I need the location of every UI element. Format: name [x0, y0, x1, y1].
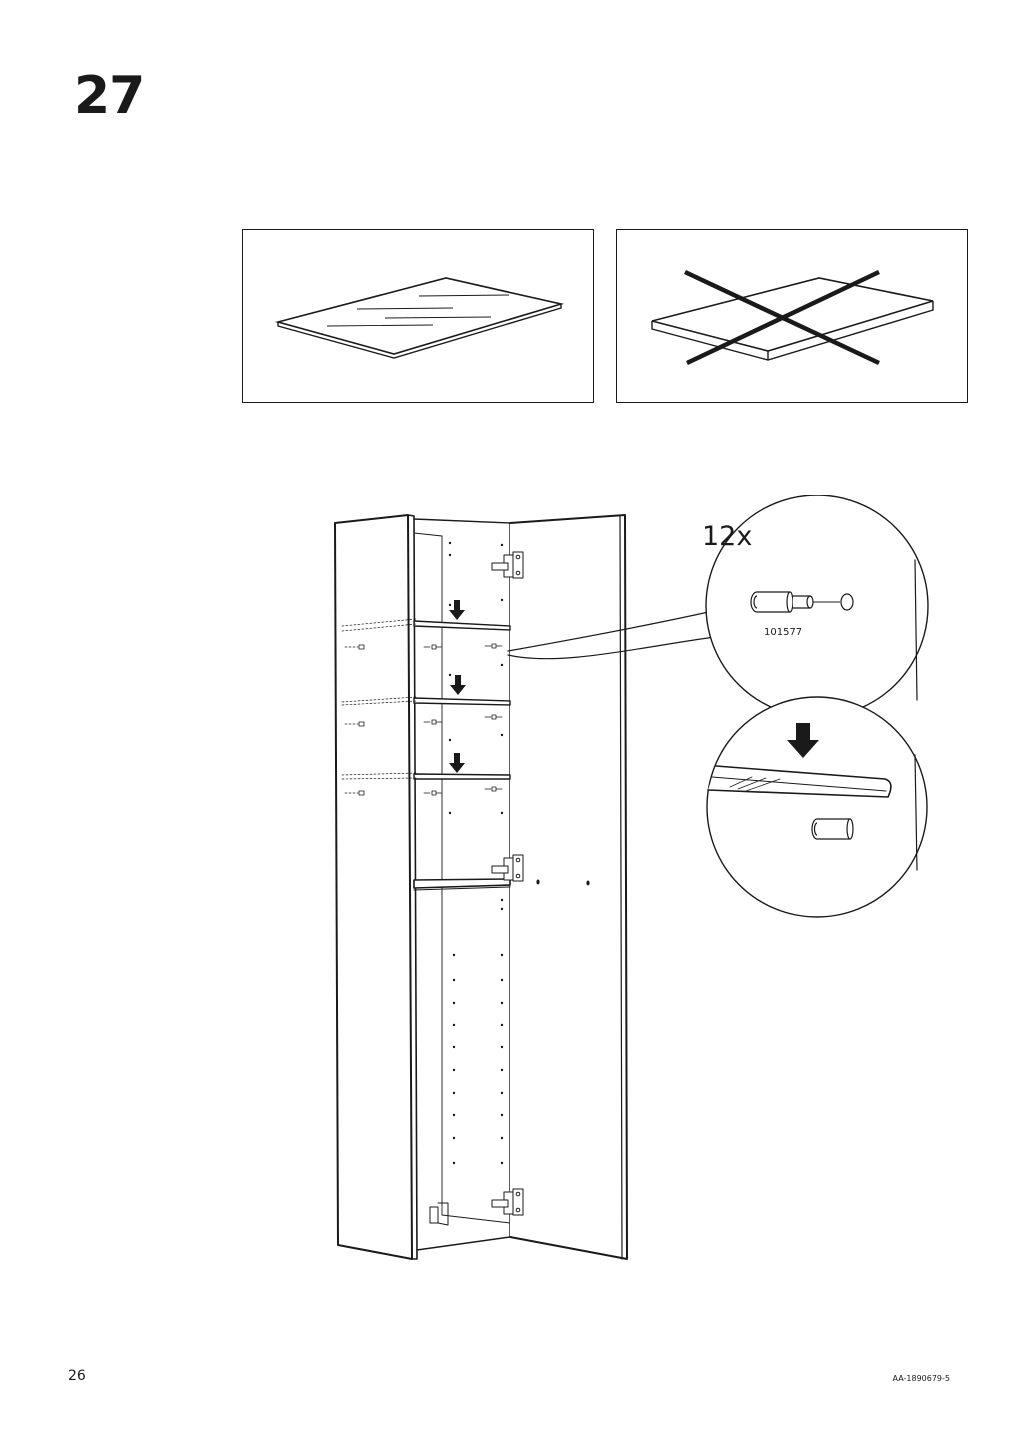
quantity-label: 12x [702, 521, 752, 552]
down-arrow-icon [449, 600, 819, 773]
wrong-shelf-panel [616, 229, 968, 403]
correct-shelf-panel [242, 229, 594, 403]
shelf-pin-icon [750, 591, 854, 613]
page-number: 26 [68, 1368, 86, 1384]
document-code: AA-1890679-5 [892, 1374, 950, 1383]
step-number: 27 [74, 66, 145, 126]
cabinet-assembly-illustration: 12x 101577 [334, 495, 929, 1260]
part-number-label: 101577 [764, 627, 802, 638]
detail-circle-shelf-placement [706, 696, 928, 918]
glass-shelf-icon [274, 277, 565, 359]
crossed-out-shelf-icon [651, 269, 934, 366]
hinge-icon [491, 551, 524, 579]
